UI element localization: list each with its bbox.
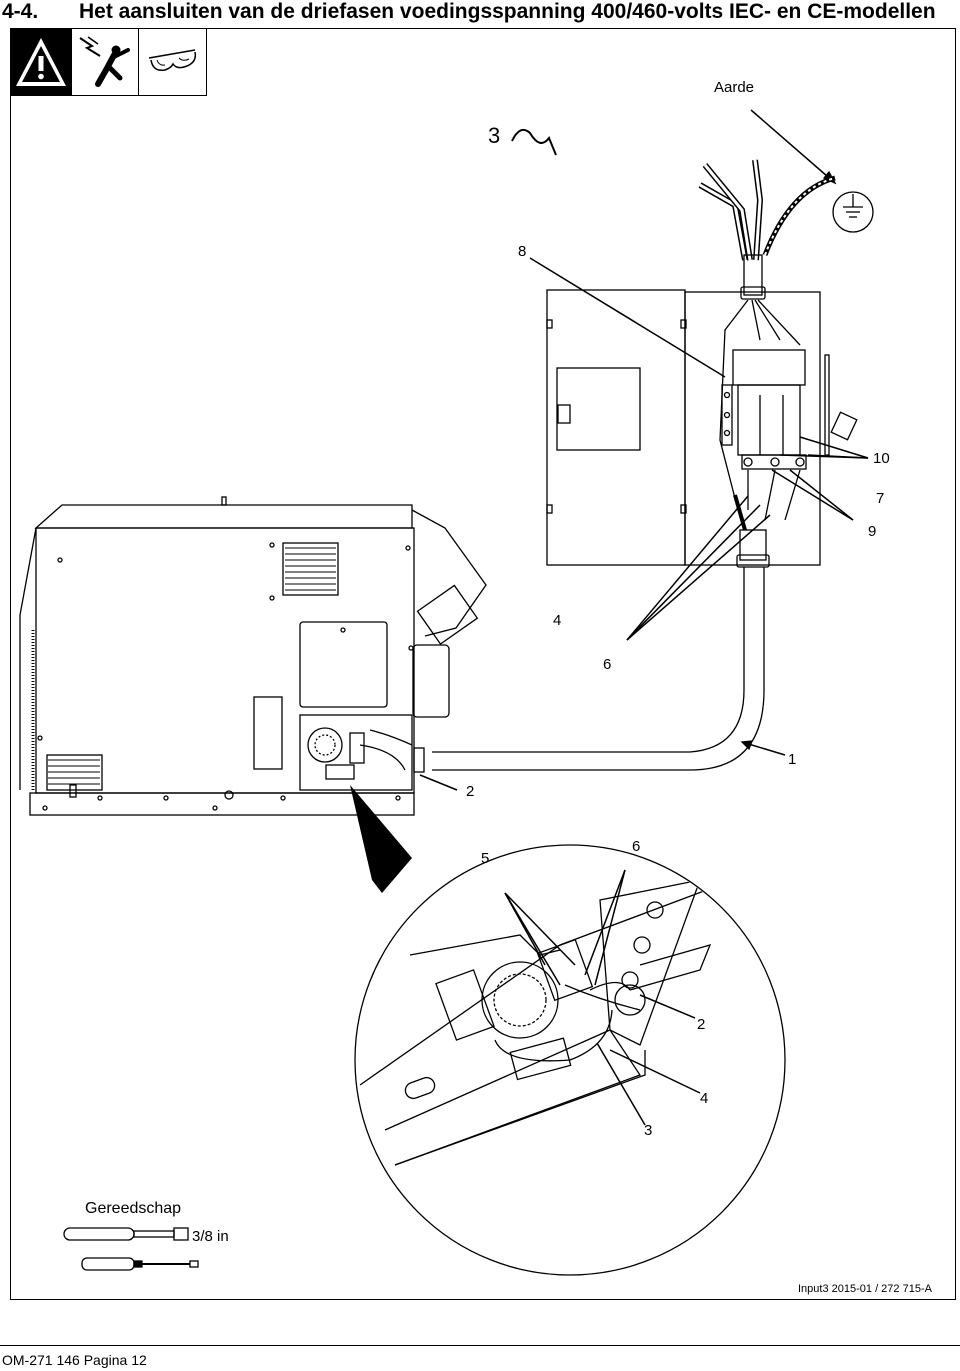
callout-6: 6 xyxy=(603,656,612,673)
document-reference: Input3 2015-01 / 272 715-A xyxy=(798,1283,932,1295)
disconnect-box xyxy=(684,291,821,566)
detail-callout-5: 5 xyxy=(481,850,490,867)
detail-view xyxy=(354,844,786,1276)
section-heading: 4-4. Het aansluiten van de driefasen voe… xyxy=(0,0,960,24)
tools-title: Gereedschap xyxy=(85,1200,182,1217)
disconnect-door xyxy=(546,289,686,566)
callout-1: 1 xyxy=(788,751,797,768)
safety-glasses-icon xyxy=(139,28,206,95)
detail-callout-3: 3 xyxy=(644,1122,653,1139)
machine-body xyxy=(35,527,415,794)
phase-count-label: 3 xyxy=(488,123,501,148)
wrench-size-label: 3/8 in xyxy=(192,1228,229,1245)
electric-shock-icon xyxy=(72,28,139,95)
socket-wrench-icon xyxy=(63,1227,189,1241)
callout-4: 4 xyxy=(553,612,562,629)
hazard-icon-strip xyxy=(10,28,207,96)
section-number: 4-4. xyxy=(2,0,39,23)
callout-7: 7 xyxy=(876,490,885,507)
page-footer: OM-271 146 Pagina 12 xyxy=(2,1352,147,1368)
warning-icon xyxy=(10,28,72,95)
ac-sine-symbol xyxy=(511,128,557,156)
callout-2: 2 xyxy=(466,783,475,800)
detail-callout-2: 2 xyxy=(697,1016,706,1033)
detail-callout-6: 6 xyxy=(632,838,641,855)
callout-9: 9 xyxy=(868,523,877,540)
callout-8: 8 xyxy=(518,243,527,260)
figure-frame xyxy=(10,28,956,1300)
ground-symbol xyxy=(832,191,874,233)
footer-divider xyxy=(0,1345,960,1346)
earth-label: Aarde xyxy=(714,79,755,96)
section-title: Het aansluiten van de driefasen voedings… xyxy=(79,0,936,23)
detail-callout-4: 4 xyxy=(700,1090,709,1107)
callout-10: 10 xyxy=(873,450,890,467)
screwdriver-icon xyxy=(81,1257,199,1271)
